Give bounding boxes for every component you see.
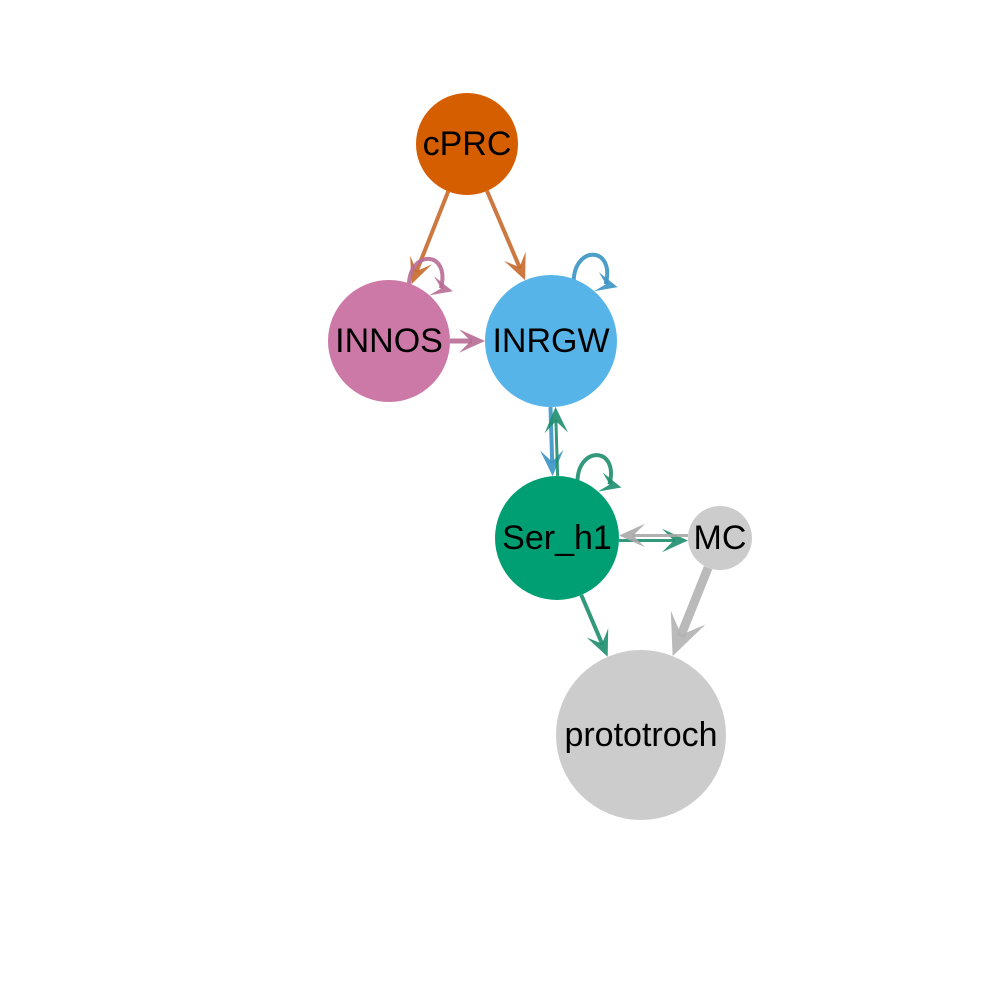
edge-inrgw-to-ser_h1 <box>548 406 555 464</box>
node-cprc[interactable]: cPRC <box>416 93 518 195</box>
node-layer: cPRC INNOS INRGW Ser_h1 MC prototroch <box>328 93 752 820</box>
edge-ser_h1-to-inrgw-arrowhead <box>544 406 568 434</box>
edge-inrgw-to-inrgw-arrowhead <box>593 272 618 292</box>
edge-ser_h1-to-prototroch-arrowhead <box>586 628 609 657</box>
node-mc-label: MC <box>694 519 747 557</box>
node-mc-circle <box>688 506 752 570</box>
node-cprc-circle <box>416 93 518 195</box>
edge-ser_h1-to-ser_h1 <box>575 453 613 485</box>
node-mc[interactable]: MC <box>688 506 752 570</box>
edge-ser_h1-to-ser_h1-arrowhead <box>597 472 622 492</box>
edge-cprc-to-inrgw-arrowhead <box>504 251 526 281</box>
node-inrgw-label: INRGW <box>492 322 609 360</box>
edge-mc-to-prototroch-arrowhead <box>670 610 706 657</box>
edge-ser_h1-to-prototroch <box>579 594 605 646</box>
node-ser_h1-circle <box>495 476 619 600</box>
node-ser_h1[interactable]: Ser_h1 <box>495 476 619 600</box>
node-prototroch-label: prototroch <box>564 716 717 754</box>
node-innos-label: INNOS <box>335 322 443 360</box>
edge-innos-to-inrgw-arrowhead <box>459 329 485 353</box>
node-cprc-label: cPRC <box>423 125 512 163</box>
edge-mc-to-prototroch <box>676 566 713 639</box>
node-inrgw-circle <box>485 275 617 407</box>
edge-inrgw-to-inrgw <box>571 252 610 285</box>
node-ser_h1-label: Ser_h1 <box>502 519 612 557</box>
edge-ser_h1-to-inrgw <box>554 419 560 476</box>
node-prototroch-circle <box>556 650 726 820</box>
edge-layer <box>406 190 713 657</box>
node-innos-circle <box>328 280 450 402</box>
edge-mc-to-ser_h1-arrowhead <box>619 523 645 548</box>
edge-innos-to-innos-arrowhead <box>429 276 453 296</box>
node-innos[interactable]: INNOS <box>328 280 450 402</box>
edge-cprc-to-innos-arrowhead <box>410 255 432 285</box>
edge-cprc-to-inrgw <box>485 190 522 270</box>
edge-innos-to-innos <box>406 257 445 289</box>
node-inrgw[interactable]: INRGW <box>485 275 617 407</box>
node-prototroch[interactable]: prototroch <box>556 650 726 820</box>
